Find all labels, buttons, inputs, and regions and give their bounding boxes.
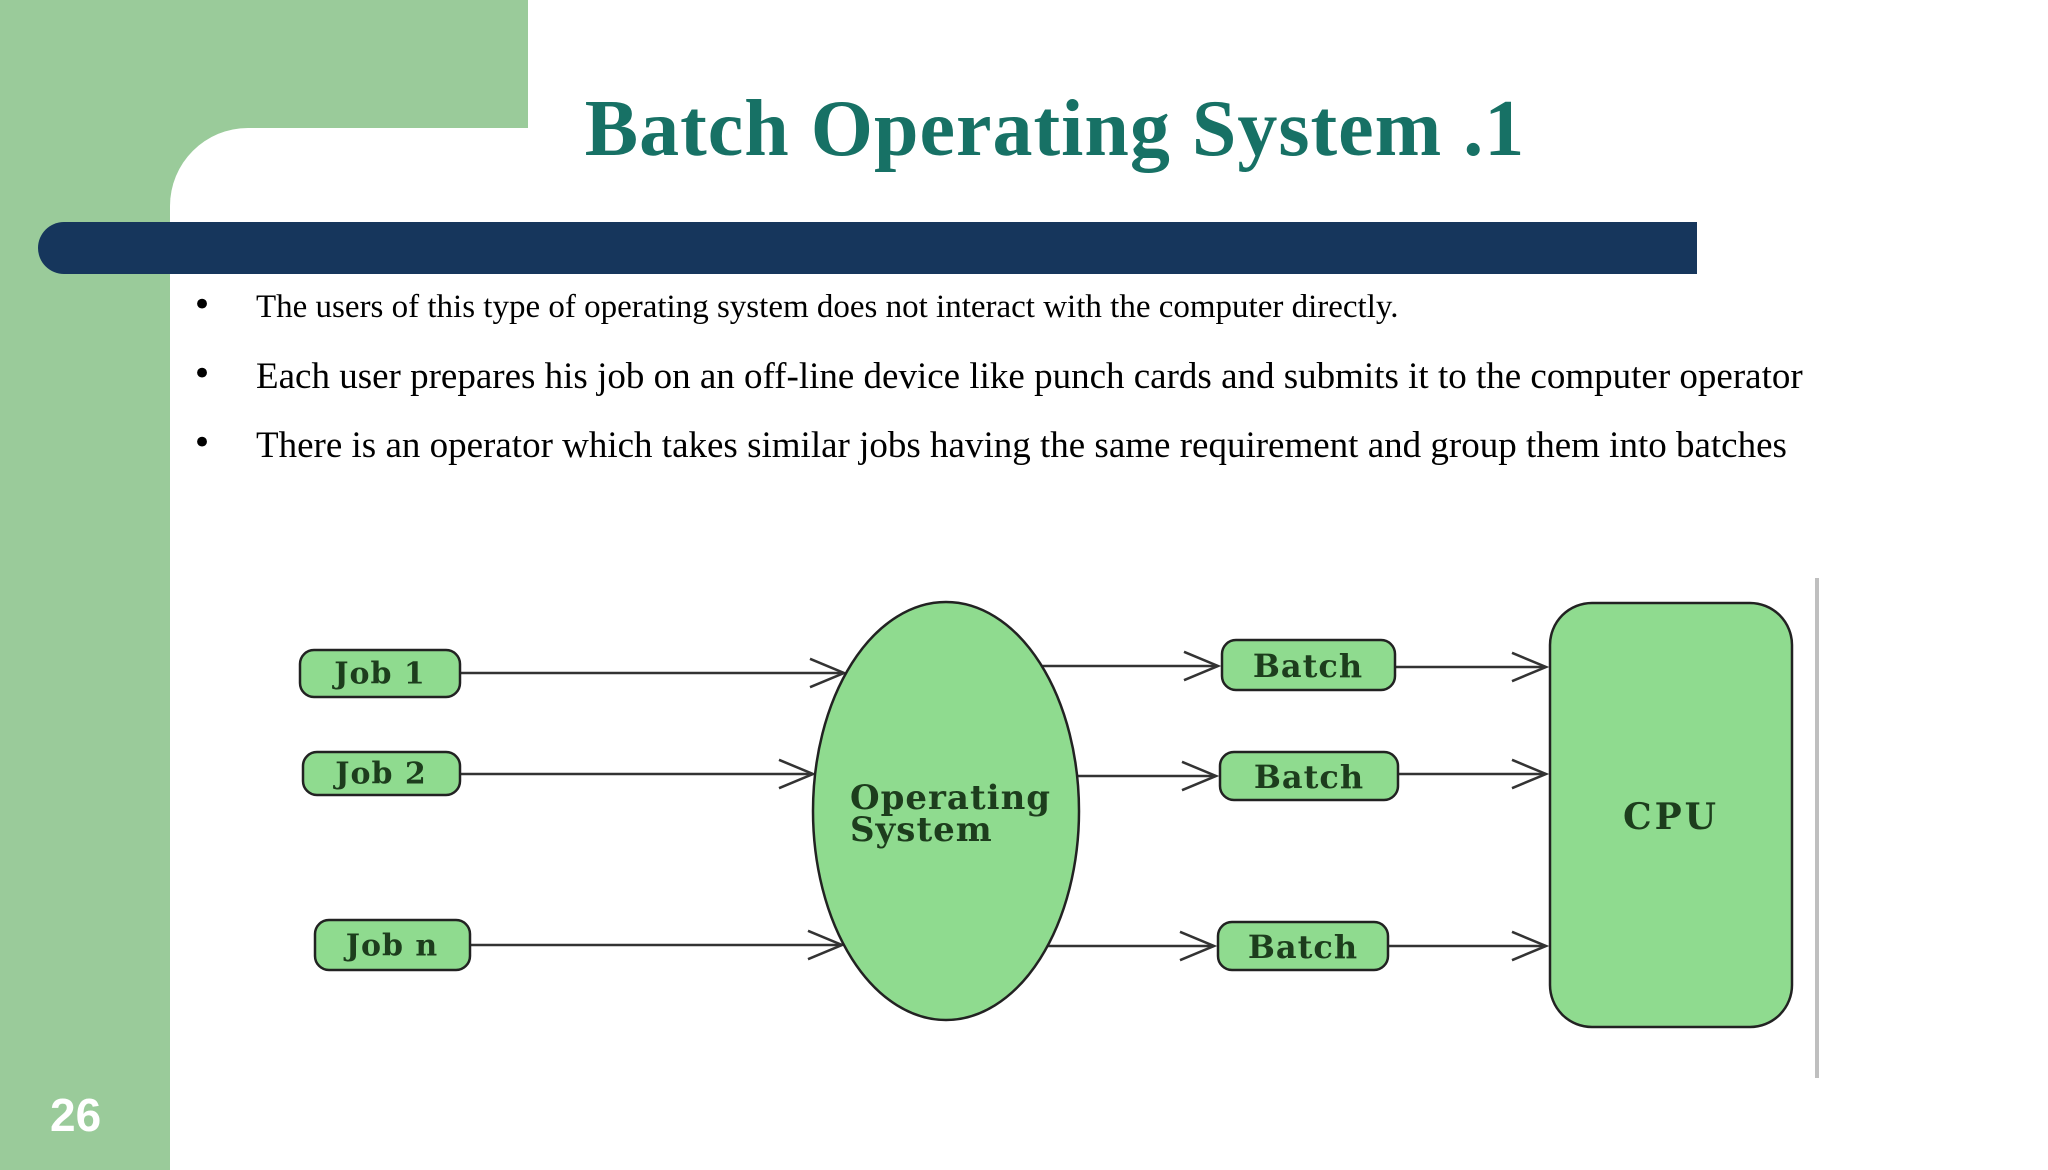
batch-2-box	[1218, 750, 1400, 802]
cpu-label: CPU	[1623, 796, 1719, 838]
slide-title: Batch Operating System .1	[584, 85, 1526, 173]
os-label-line1: Operating	[850, 778, 1051, 818]
bullet-list: • The users of this type of operating sy…	[180, 276, 1824, 483]
bullet-text: There is an operator which takes similar…	[256, 425, 1787, 466]
batch-2-label: Batch	[1254, 758, 1364, 796]
title-accent-bar	[38, 222, 1697, 274]
job-n-box	[313, 918, 472, 972]
batch-1-box	[1220, 638, 1397, 692]
batch-1-label: Batch	[1253, 647, 1363, 685]
bullet-text: The users of this type of operating syst…	[256, 289, 1399, 325]
job-2-box	[301, 750, 462, 797]
job-n-label: Job n	[343, 929, 438, 964]
bullet-item: • There is an operator which takes simil…	[180, 414, 1824, 477]
os-label-line2: System	[850, 810, 993, 850]
os-ellipse	[811, 600, 1081, 1022]
bullet-dot: •	[192, 354, 213, 394]
bullet-dot: •	[192, 285, 213, 325]
bullet-text: Each user prepares his job on an off-lin…	[256, 356, 1803, 397]
cpu-box	[1548, 601, 1794, 1029]
job-2-label: Job 2	[332, 757, 427, 792]
bullet-item: • The users of this type of operating sy…	[180, 276, 1824, 339]
batch-3-label: Batch	[1248, 928, 1358, 966]
bullet-item: • Each user prepares his job on an off-l…	[180, 345, 1824, 408]
bullet-dot: •	[192, 423, 213, 463]
job-1-label: Job 1	[331, 657, 426, 692]
batch-os-diagram: Job 1 Job 2 Job n Operating System Batch…	[200, 578, 1860, 1080]
batch-3-box	[1216, 920, 1390, 972]
page-number: 26	[50, 1089, 102, 1141]
job-1-box	[298, 648, 462, 699]
